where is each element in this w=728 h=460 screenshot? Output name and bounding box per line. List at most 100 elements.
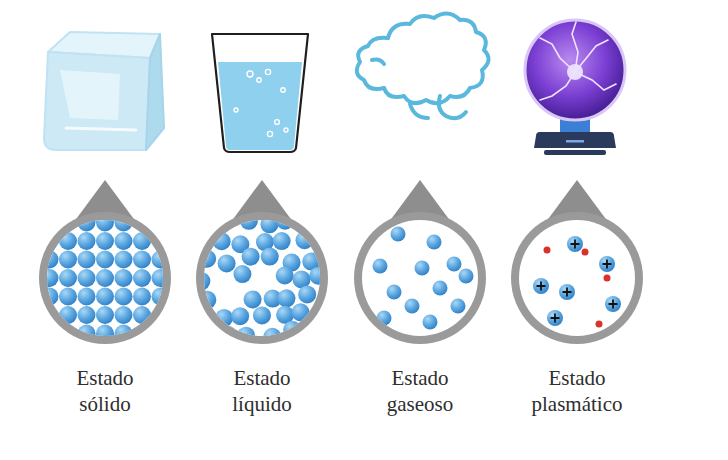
vapour-cloud bbox=[357, 13, 489, 118]
particle-drop bbox=[171, 180, 357, 365]
particle bbox=[22, 288, 40, 306]
particle bbox=[330, 231, 348, 249]
particle bbox=[175, 229, 193, 247]
particle bbox=[218, 254, 236, 272]
particle bbox=[59, 343, 77, 361]
particle bbox=[96, 325, 114, 343]
particle bbox=[133, 343, 151, 361]
particle bbox=[212, 343, 230, 361]
particle bbox=[198, 250, 216, 268]
particle bbox=[178, 323, 196, 341]
particle bbox=[96, 232, 114, 250]
particle bbox=[78, 232, 96, 250]
drop-ring bbox=[196, 212, 328, 344]
ion bbox=[533, 278, 549, 294]
particle bbox=[115, 306, 133, 324]
ion-ball bbox=[599, 256, 615, 272]
plus-sign bbox=[563, 288, 572, 297]
particle bbox=[391, 227, 406, 242]
particle bbox=[96, 306, 114, 324]
particle bbox=[133, 325, 151, 343]
particle bbox=[133, 251, 151, 269]
particle bbox=[192, 341, 210, 359]
particle bbox=[59, 232, 77, 250]
particle bbox=[78, 214, 96, 232]
particle bbox=[309, 267, 327, 285]
particle bbox=[152, 343, 170, 361]
particle bbox=[200, 212, 218, 230]
particle bbox=[59, 288, 77, 306]
plus-sign bbox=[551, 314, 560, 323]
particle bbox=[293, 195, 311, 213]
particle bbox=[115, 343, 133, 361]
particle bbox=[256, 193, 274, 211]
ion bbox=[559, 284, 575, 300]
particle bbox=[219, 326, 237, 344]
particle bbox=[96, 251, 114, 269]
plus-sign bbox=[609, 300, 618, 309]
particle bbox=[78, 325, 96, 343]
particle bbox=[322, 210, 340, 228]
electron bbox=[604, 275, 611, 282]
particles bbox=[22, 195, 188, 361]
particle bbox=[276, 212, 294, 230]
particle bbox=[152, 269, 170, 287]
particle bbox=[213, 197, 231, 215]
particle bbox=[115, 325, 133, 343]
plus-sign bbox=[537, 282, 546, 291]
particle bbox=[171, 198, 189, 216]
particle bbox=[41, 195, 59, 213]
particle bbox=[78, 269, 96, 287]
state-label: Estado sólido bbox=[76, 366, 133, 417]
particle bbox=[22, 214, 40, 232]
particle bbox=[59, 214, 77, 232]
particle-drop bbox=[354, 180, 486, 344]
particles bbox=[533, 236, 621, 328]
particle bbox=[22, 306, 40, 324]
particle bbox=[22, 325, 40, 343]
particle bbox=[244, 290, 262, 308]
particle bbox=[78, 251, 96, 269]
particle bbox=[377, 311, 392, 326]
particle bbox=[231, 307, 249, 325]
particle bbox=[300, 326, 318, 344]
ion-ball bbox=[533, 278, 549, 294]
particle bbox=[234, 196, 252, 214]
particle bbox=[170, 306, 188, 324]
particle bbox=[237, 327, 255, 345]
particle bbox=[133, 232, 151, 250]
ion bbox=[567, 236, 583, 252]
particle bbox=[334, 251, 352, 269]
particle bbox=[170, 214, 188, 232]
particles bbox=[373, 227, 474, 330]
particle bbox=[133, 269, 151, 287]
particle bbox=[277, 289, 295, 307]
particle bbox=[152, 232, 170, 250]
particle bbox=[115, 288, 133, 306]
particle bbox=[41, 306, 59, 324]
particle bbox=[276, 267, 294, 285]
particle bbox=[22, 251, 40, 269]
particle bbox=[170, 288, 188, 306]
particle bbox=[41, 269, 59, 287]
particle bbox=[22, 195, 40, 213]
ion-ball bbox=[547, 310, 563, 326]
particle bbox=[152, 306, 170, 324]
electron bbox=[596, 321, 603, 328]
particle bbox=[270, 345, 288, 363]
particle bbox=[185, 247, 203, 265]
particle bbox=[41, 214, 59, 232]
drop-ring bbox=[354, 212, 486, 344]
particle bbox=[59, 195, 77, 213]
particle bbox=[59, 251, 77, 269]
particle bbox=[41, 232, 59, 250]
particle bbox=[152, 195, 170, 213]
particles bbox=[171, 192, 357, 365]
particle bbox=[170, 232, 188, 250]
plus-sign bbox=[571, 240, 580, 249]
particle bbox=[242, 248, 260, 266]
particle bbox=[177, 269, 195, 287]
particle bbox=[59, 269, 77, 287]
